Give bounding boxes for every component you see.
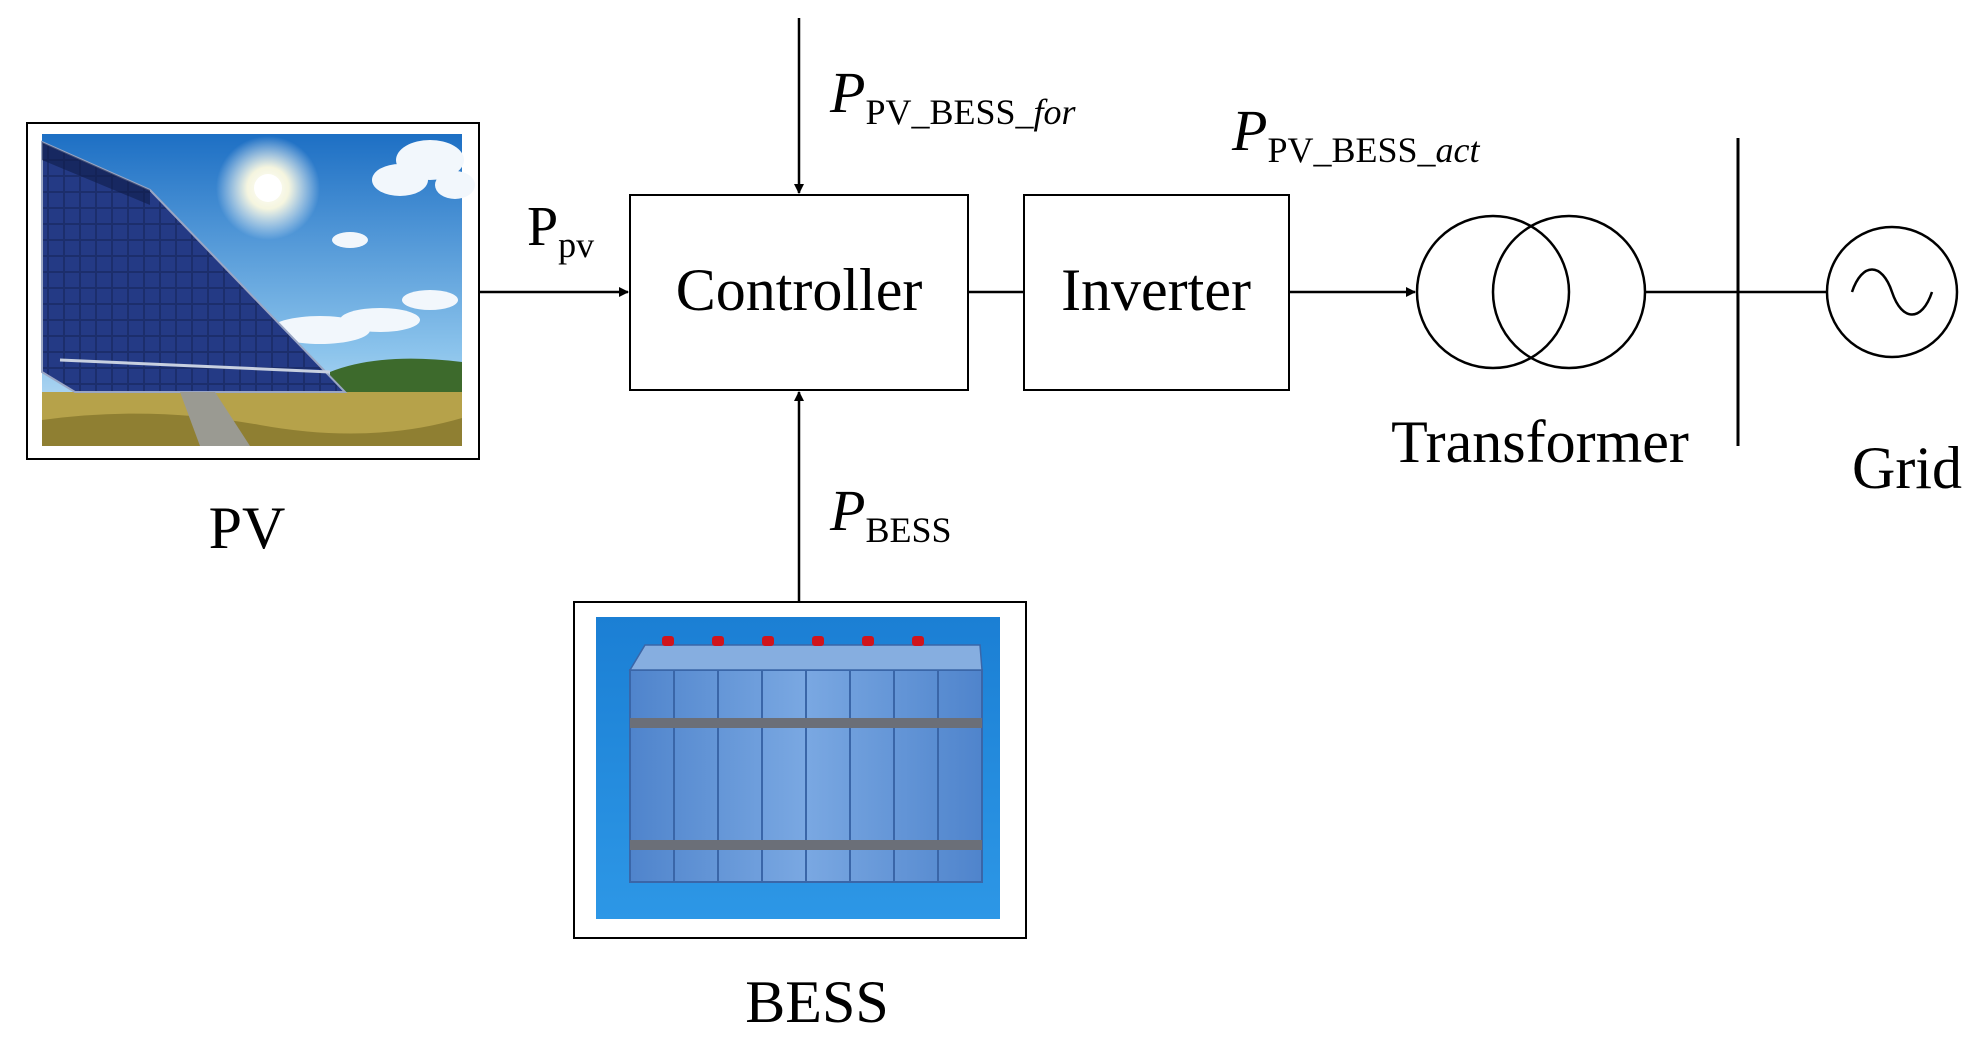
ac-source-icon [1825,225,1959,359]
p-forecast-signal-label: PPV_BESS_for [829,60,1077,132]
controller-label: Controller [676,257,923,323]
p-pv-signal-label: Ppv [527,196,594,265]
pv-clouds [270,140,475,344]
battery-terminal-icons [628,636,983,671]
inverter-label: Inverter [1061,257,1251,323]
transformer-icon [1415,214,1647,370]
pv-image [26,122,480,460]
bess-label: BESS [745,969,888,1035]
hills [330,358,462,395]
p-actual-signal-label: PPV_BESS_act [1231,98,1480,170]
inverter-box [1023,194,1290,391]
p-bess-signal-label: PBESS [829,478,951,550]
controller-box [629,194,969,391]
grid-label: Grid [1852,435,1962,501]
battery-straps [630,718,982,850]
transformer-label: Transformer [1391,409,1689,475]
pv-label: PV [209,495,286,561]
panel-mount [180,392,250,446]
bess-image [573,601,1027,939]
